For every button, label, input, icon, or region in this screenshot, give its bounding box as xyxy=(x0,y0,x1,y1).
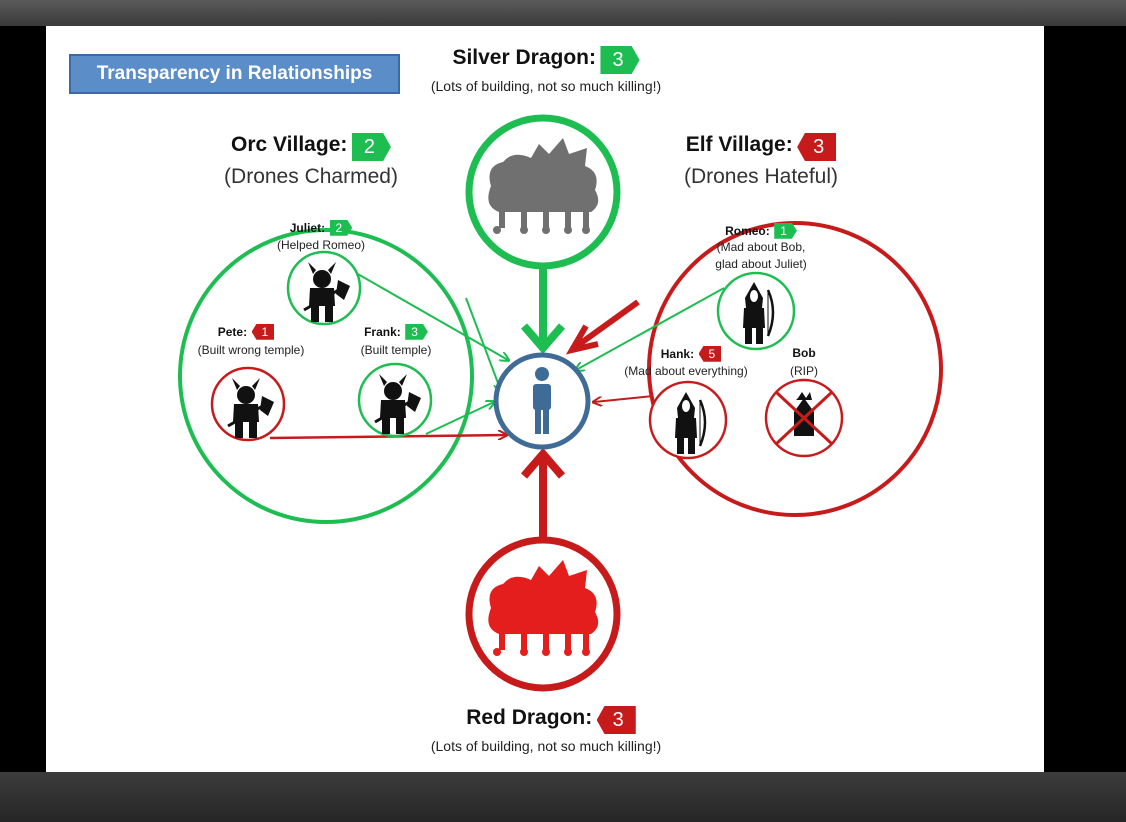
romeo-name: Romeo: xyxy=(725,224,770,238)
frank-name: Frank: xyxy=(364,325,401,339)
hank-name: Hank: xyxy=(661,347,694,361)
window-bottom-bar xyxy=(0,772,1126,822)
silver-dragon-arrow xyxy=(524,268,562,348)
pete-name: Pete: xyxy=(218,325,247,339)
romeo-label: Romeo: 1 xyxy=(706,222,816,240)
orc-village-name: Orc Village: xyxy=(231,133,347,156)
juliet-label: Juliet: 2 xyxy=(261,219,381,237)
slide: Transparency in Relationships Silver Dra… xyxy=(46,26,1044,772)
juliet-note: (Helped Romeo) xyxy=(251,238,391,252)
pete-score-badge: 1 xyxy=(252,324,275,340)
pete-label: Pete: 1 xyxy=(196,323,296,341)
red-dragon-name: Red Dragon: xyxy=(466,706,592,729)
hank-arrow xyxy=(594,396,653,402)
hank-note: (Mad about everything) xyxy=(611,364,761,378)
silver-dragon-note: (Lots of building, not so much killing!) xyxy=(406,78,686,94)
pete-note: (Built wrong temple) xyxy=(171,343,331,357)
elf-village-arrow xyxy=(572,302,638,350)
relationship-diagram xyxy=(46,26,1044,772)
silver-dragon-score-badge: 3 xyxy=(600,46,639,74)
elf-village-score-badge: 3 xyxy=(797,133,836,161)
romeo-score-badge: 1 xyxy=(774,223,797,239)
bob-note: (RIP) xyxy=(774,364,834,378)
elf-village-label: Elf Village: 3 xyxy=(666,133,856,161)
juliet-score-badge: 2 xyxy=(330,220,353,236)
orc-village-sub: (Drones Charmed) xyxy=(196,165,426,189)
frank-score-badge: 3 xyxy=(405,324,428,340)
letterbox-left xyxy=(0,26,46,772)
elf-village-name: Elf Village: xyxy=(686,133,793,156)
bob-name: Bob xyxy=(774,346,834,360)
silver-dragon-label: Silver Dragon: 3 xyxy=(426,46,666,74)
silver-dragon-name: Silver Dragon: xyxy=(452,46,596,69)
red-dragon-arrow xyxy=(524,454,562,538)
hank-score-badge: 5 xyxy=(699,346,722,362)
orc-village-label: Orc Village: 2 xyxy=(216,133,406,161)
slide-title: Transparency in Relationships xyxy=(69,54,400,94)
window-top-bar xyxy=(0,0,1126,26)
letterbox-right xyxy=(1044,26,1126,772)
red-dragon-score-badge: 3 xyxy=(597,706,636,734)
hank-label: Hank: 5 xyxy=(641,345,741,363)
red-dragon-label: Red Dragon: 3 xyxy=(446,706,656,734)
juliet-name: Juliet: xyxy=(290,221,325,235)
romeo-note-2: glad about Juliet) xyxy=(696,257,826,271)
romeo-note-1: (Mad about Bob, xyxy=(696,240,826,254)
frank-note: (Built temple) xyxy=(336,343,456,357)
frank-label: Frank: 3 xyxy=(346,323,446,341)
orc-village-score-badge: 2 xyxy=(352,133,391,161)
elf-village-sub: (Drones Hateful) xyxy=(646,165,876,189)
red-dragon-note: (Lots of building, not so much killing!) xyxy=(406,738,686,754)
